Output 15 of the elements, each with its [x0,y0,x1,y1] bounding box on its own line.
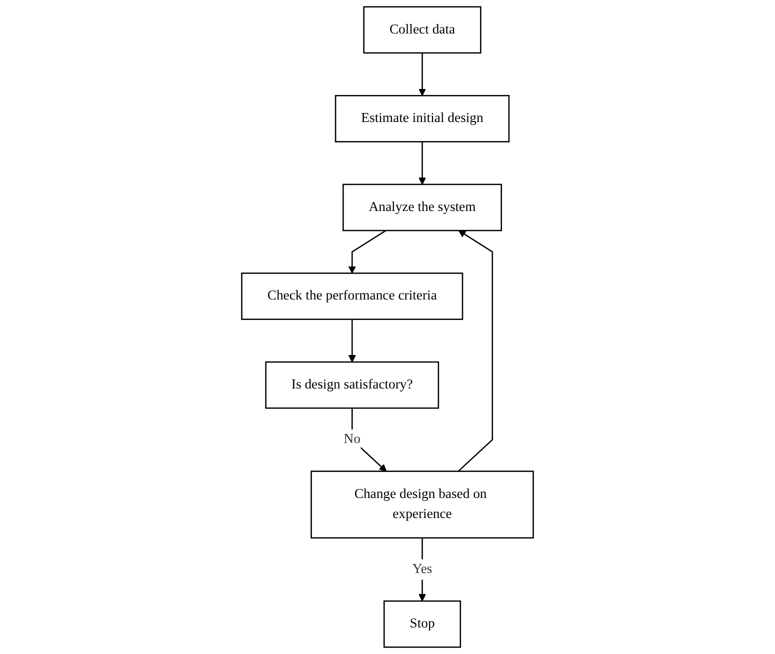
node-box: Analyze the system [342,184,502,232]
arrow [418,538,426,602]
node-box: Check the performance criteria [241,272,464,320]
node-box: Is design satisfactory? [265,361,440,409]
arrow [418,142,426,185]
arrow [458,230,494,472]
node-box: Stop [383,600,462,648]
node-box: Estimate initial design [334,94,510,142]
arrow [348,319,356,362]
node-box: Collect data [363,6,482,54]
edge-label: No [344,432,360,447]
edge-label: Yes [412,562,432,576]
arrow [418,52,426,96]
arrow [348,230,386,274]
node-box: Change design based on experience [310,470,534,539]
